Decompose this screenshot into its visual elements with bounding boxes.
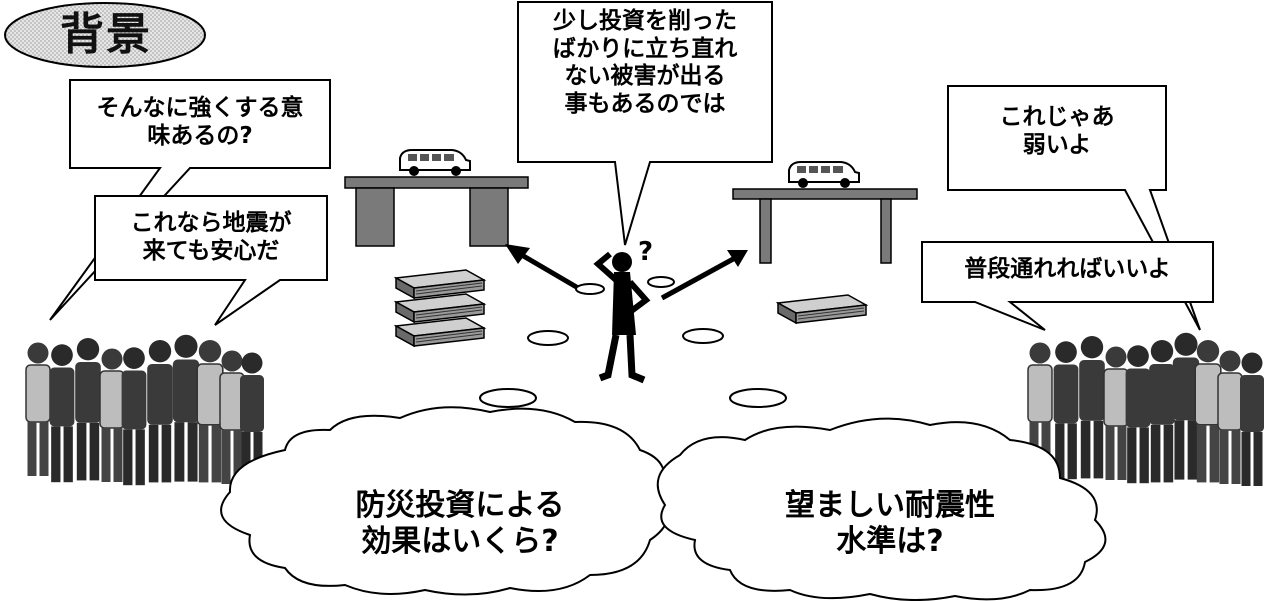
speech-bubble-investment bbox=[517, 1, 773, 246]
bridge-icon bbox=[344, 176, 529, 247]
bubble-text-safe: これなら地震が 来ても安心だ bbox=[130, 210, 292, 264]
cloud-text-level: 望ましい耐震性 水準は? bbox=[785, 488, 995, 559]
money-stack-icon bbox=[395, 269, 485, 347]
bubble-text-passable: 普段通れればいいよ bbox=[964, 256, 1171, 282]
bubble-text-meaning: そんなに強くする意 味あるの? bbox=[96, 95, 304, 149]
money-stack-icon bbox=[777, 294, 867, 324]
car-icon bbox=[399, 149, 471, 177]
bridge-icon bbox=[732, 188, 918, 264]
thought-cloud-effect bbox=[220, 406, 669, 596]
thought-cloud-level bbox=[656, 417, 1107, 601]
bubble-text-weak: これじゃあ 弱いよ bbox=[999, 104, 1115, 158]
title-badge bbox=[4, 2, 206, 68]
car-icon bbox=[788, 161, 860, 189]
question-mark: ? bbox=[638, 237, 653, 267]
crowd-icon bbox=[25, 334, 264, 486]
slide-title: 背景 bbox=[60, 9, 152, 60]
bubble-text-investment: 少し投資を削った ばかりに立ち直れ ない被害が出る 事もあるのでは bbox=[552, 8, 738, 117]
stepping-stones bbox=[479, 276, 787, 408]
arrow-icon bbox=[660, 250, 748, 301]
cloud-text-effect: 防災投資による 効果はいくら? bbox=[355, 488, 565, 559]
thinking-person-icon: ? bbox=[593, 237, 653, 384]
speech-bubble-safe bbox=[94, 195, 328, 326]
speech-bubble-passable bbox=[921, 241, 1214, 331]
crowd-icon bbox=[1027, 332, 1264, 486]
arrow-icon bbox=[505, 244, 587, 295]
